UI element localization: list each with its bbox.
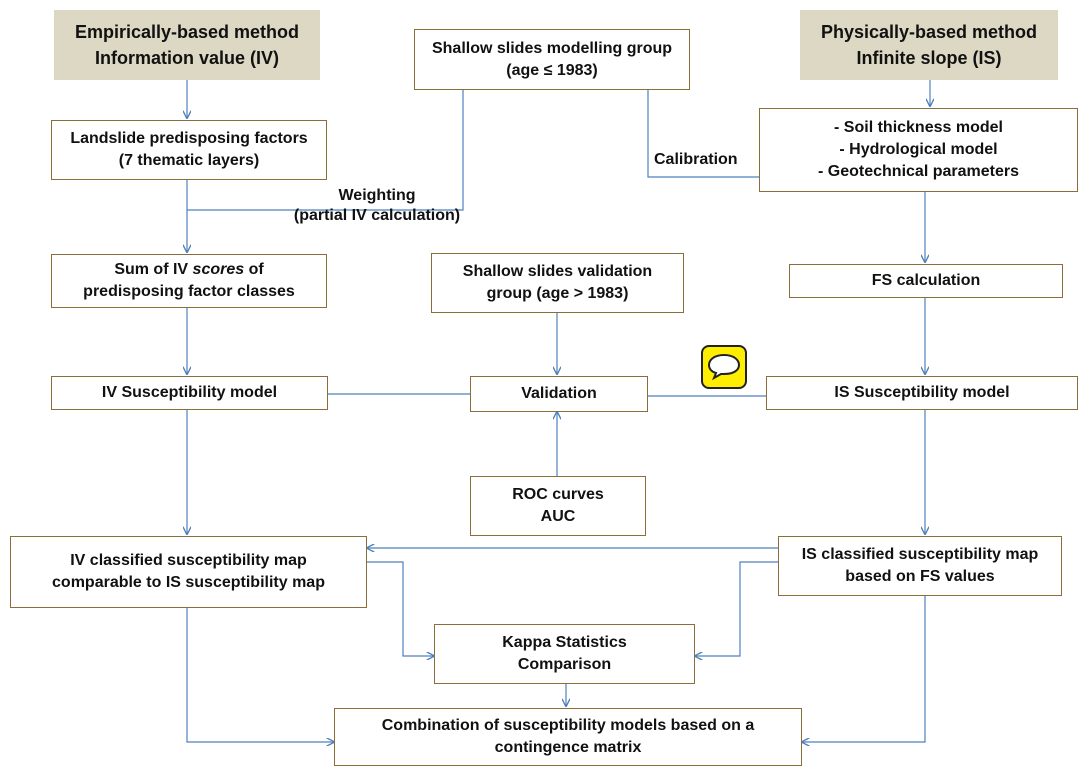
roc-line1: ROC curves bbox=[512, 486, 604, 503]
header-empirical-line1: Empirically-based method bbox=[74, 22, 300, 42]
box-is-classified-map: IS classified susceptibility map based o… bbox=[778, 536, 1062, 596]
validation-group-line2: group (age > 1983) bbox=[486, 285, 629, 302]
edge-modelgroup-weighting bbox=[187, 90, 464, 211]
box-is-models: - Soil thickness model - Hydrological mo… bbox=[759, 108, 1078, 192]
box-modelling-group: Shallow slides modelling group (age ≤ 19… bbox=[414, 29, 690, 90]
validation-group-line1: Shallow slides validation bbox=[462, 263, 653, 280]
edge-ivmap-kappa bbox=[367, 561, 434, 656]
fs-calculation-label: FS calculation bbox=[871, 272, 981, 289]
header-empirical-line2: Information value (IV) bbox=[94, 48, 280, 68]
box-roc-curves: ROC curves AUC bbox=[470, 476, 646, 536]
label-weighting: Weighting (partial IV calculation) bbox=[262, 186, 492, 226]
is-models-line3: - Geotechnical parameters bbox=[818, 163, 1019, 180]
sum-iv-line2: predisposing factor classes bbox=[83, 283, 295, 300]
box-sum-iv-scores: Sum of IV scores of predisposing factor … bbox=[51, 254, 327, 308]
header-empirical-method: Empirically-based method Information val… bbox=[54, 10, 320, 80]
speech-bubble-glyph bbox=[707, 353, 741, 381]
combination-line2: contingence matrix bbox=[494, 739, 642, 756]
sum-iv-suffix: of bbox=[244, 261, 264, 278]
box-iv-susceptibility-model: IV Susceptibility model bbox=[51, 376, 328, 410]
is-model-label: IS Susceptibility model bbox=[834, 384, 1010, 401]
label-calibration: Calibration bbox=[654, 151, 738, 168]
kappa-line1: Kappa Statistics bbox=[502, 634, 627, 651]
box-fs-calculation: FS calculation bbox=[789, 264, 1063, 298]
modelling-group-line2: (age ≤ 1983) bbox=[506, 61, 598, 79]
iv-map-line1: IV classified susceptibility map bbox=[70, 552, 307, 569]
weighting-line1: Weighting bbox=[338, 187, 416, 204]
kappa-line2: Comparison bbox=[517, 656, 612, 673]
iv-map-line2: comparable to IS susceptibility map bbox=[52, 574, 325, 591]
speech-bubble-icon[interactable] bbox=[701, 345, 747, 389]
combination-line1: Combination of susceptibility models bas… bbox=[381, 717, 755, 734]
box-predisposing-factors: Landslide predisposing factors (7 themat… bbox=[51, 120, 327, 180]
edge-ismap-kappa bbox=[695, 561, 778, 656]
header-physical-line1: Physically-based method bbox=[820, 22, 1038, 42]
is-models-line2: - Hydrological model bbox=[839, 141, 998, 158]
box-kappa-statistics: Kappa Statistics Comparison bbox=[434, 624, 695, 684]
box-is-susceptibility-model: IS Susceptibility model bbox=[766, 376, 1078, 410]
header-physical-method: Physically-based method Infinite slope (… bbox=[800, 10, 1058, 80]
modelling-group-line1: Shallow slides modelling group bbox=[431, 39, 673, 57]
validation-label: Validation bbox=[521, 385, 597, 402]
sum-iv-emph: scores bbox=[192, 261, 245, 278]
header-physical-line2: Infinite slope (IS) bbox=[856, 48, 1002, 68]
iv-model-label: IV Susceptibility model bbox=[101, 384, 278, 401]
is-map-line2: based on FS values bbox=[845, 568, 995, 585]
edge-ismap-combination bbox=[802, 596, 926, 742]
box-combination: Combination of susceptibility models bas… bbox=[334, 708, 802, 766]
sum-iv-prefix: Sum of IV bbox=[114, 261, 193, 278]
predisposing-factors-line2: (7 thematic layers) bbox=[118, 152, 260, 169]
edge-ivmap-combination bbox=[186, 608, 334, 742]
edge-modelgroup-calibration bbox=[647, 90, 806, 177]
box-iv-classified-map: IV classified susceptibility map compara… bbox=[10, 536, 367, 608]
is-map-line1: IS classified susceptibility map bbox=[801, 546, 1039, 563]
is-models-line1: - Soil thickness model bbox=[834, 119, 1003, 136]
predisposing-factors-line1: Landslide predisposing factors bbox=[70, 130, 308, 147]
box-validation: Validation bbox=[470, 376, 648, 412]
box-validation-group: Shallow slides validation group (age > 1… bbox=[431, 253, 684, 313]
weighting-line2: (partial IV calculation) bbox=[293, 207, 461, 224]
sum-iv-line1: Sum of IV scores of bbox=[114, 259, 263, 281]
roc-line2: AUC bbox=[540, 508, 576, 525]
